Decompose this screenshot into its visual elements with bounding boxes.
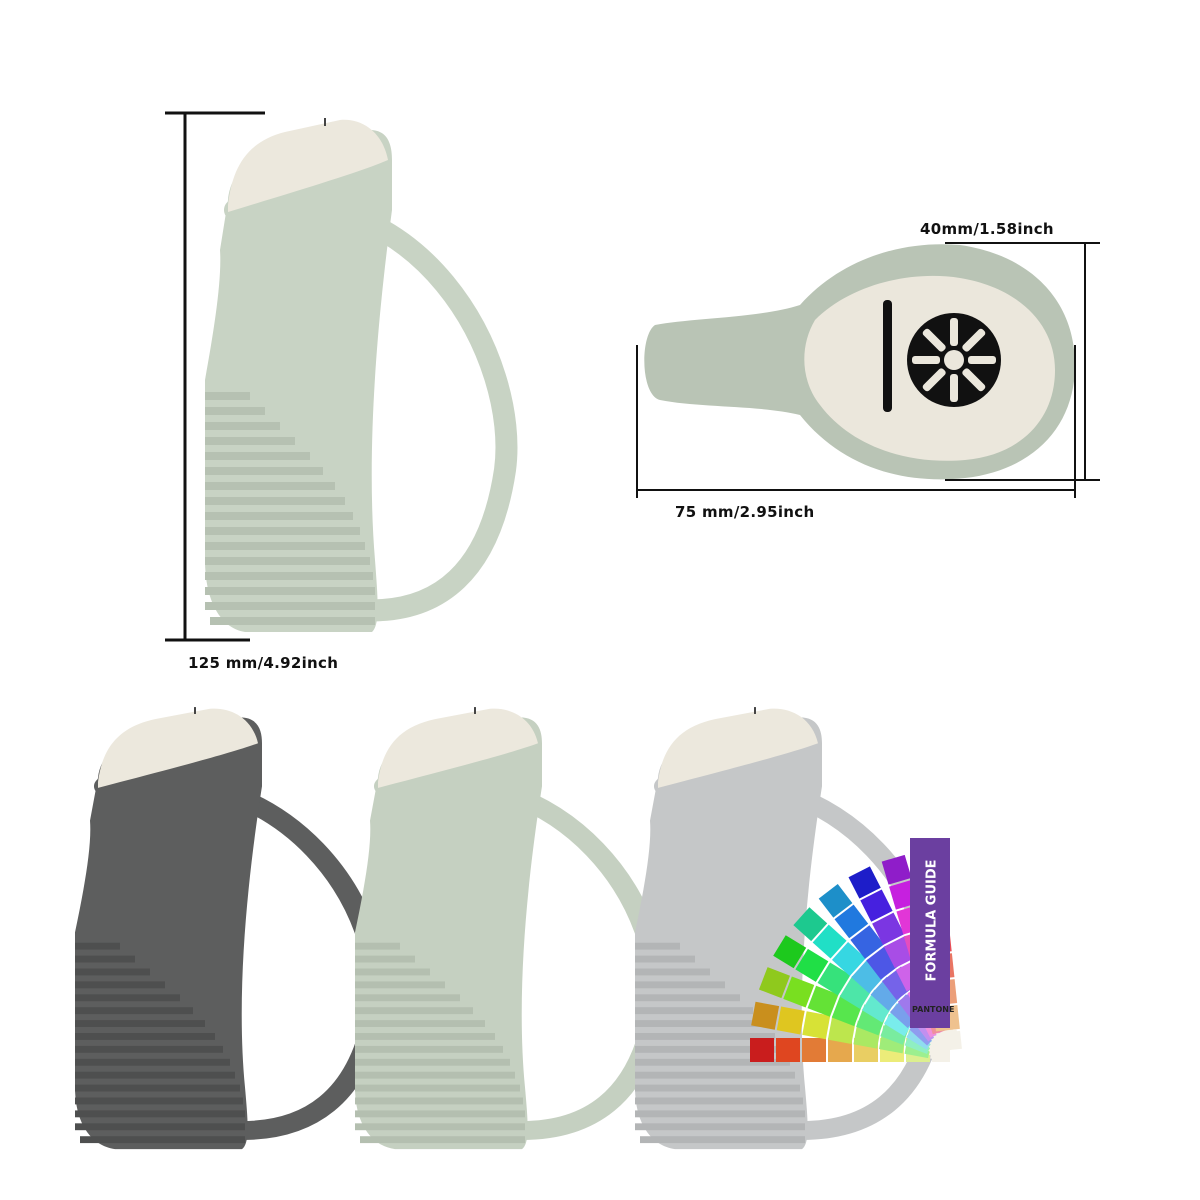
height-label: 125 mm/4.92inch <box>188 654 339 672</box>
swatch-guide-subtitle: Solid Uncoated <box>963 897 975 974</box>
variant-dark-grey <box>75 707 388 1150</box>
swatch-guide-title: FORMULA GUIDE Solid Uncoated <box>910 838 975 1028</box>
swatch-guide-brand: PANTONE <box>912 1005 955 1014</box>
variant-light-grey <box>635 707 948 1150</box>
color-variants-row <box>75 707 948 1150</box>
length-label: 75 mm/2.95inch <box>675 503 815 521</box>
main-side-view <box>205 118 518 632</box>
length-dimension-line <box>636 345 1076 498</box>
main-handle <box>205 118 518 632</box>
width-label: 40mm/1.58inch <box>920 220 1054 238</box>
top-view <box>644 244 1075 480</box>
variant-sage-green <box>355 707 668 1150</box>
height-dimension-line <box>165 111 265 642</box>
